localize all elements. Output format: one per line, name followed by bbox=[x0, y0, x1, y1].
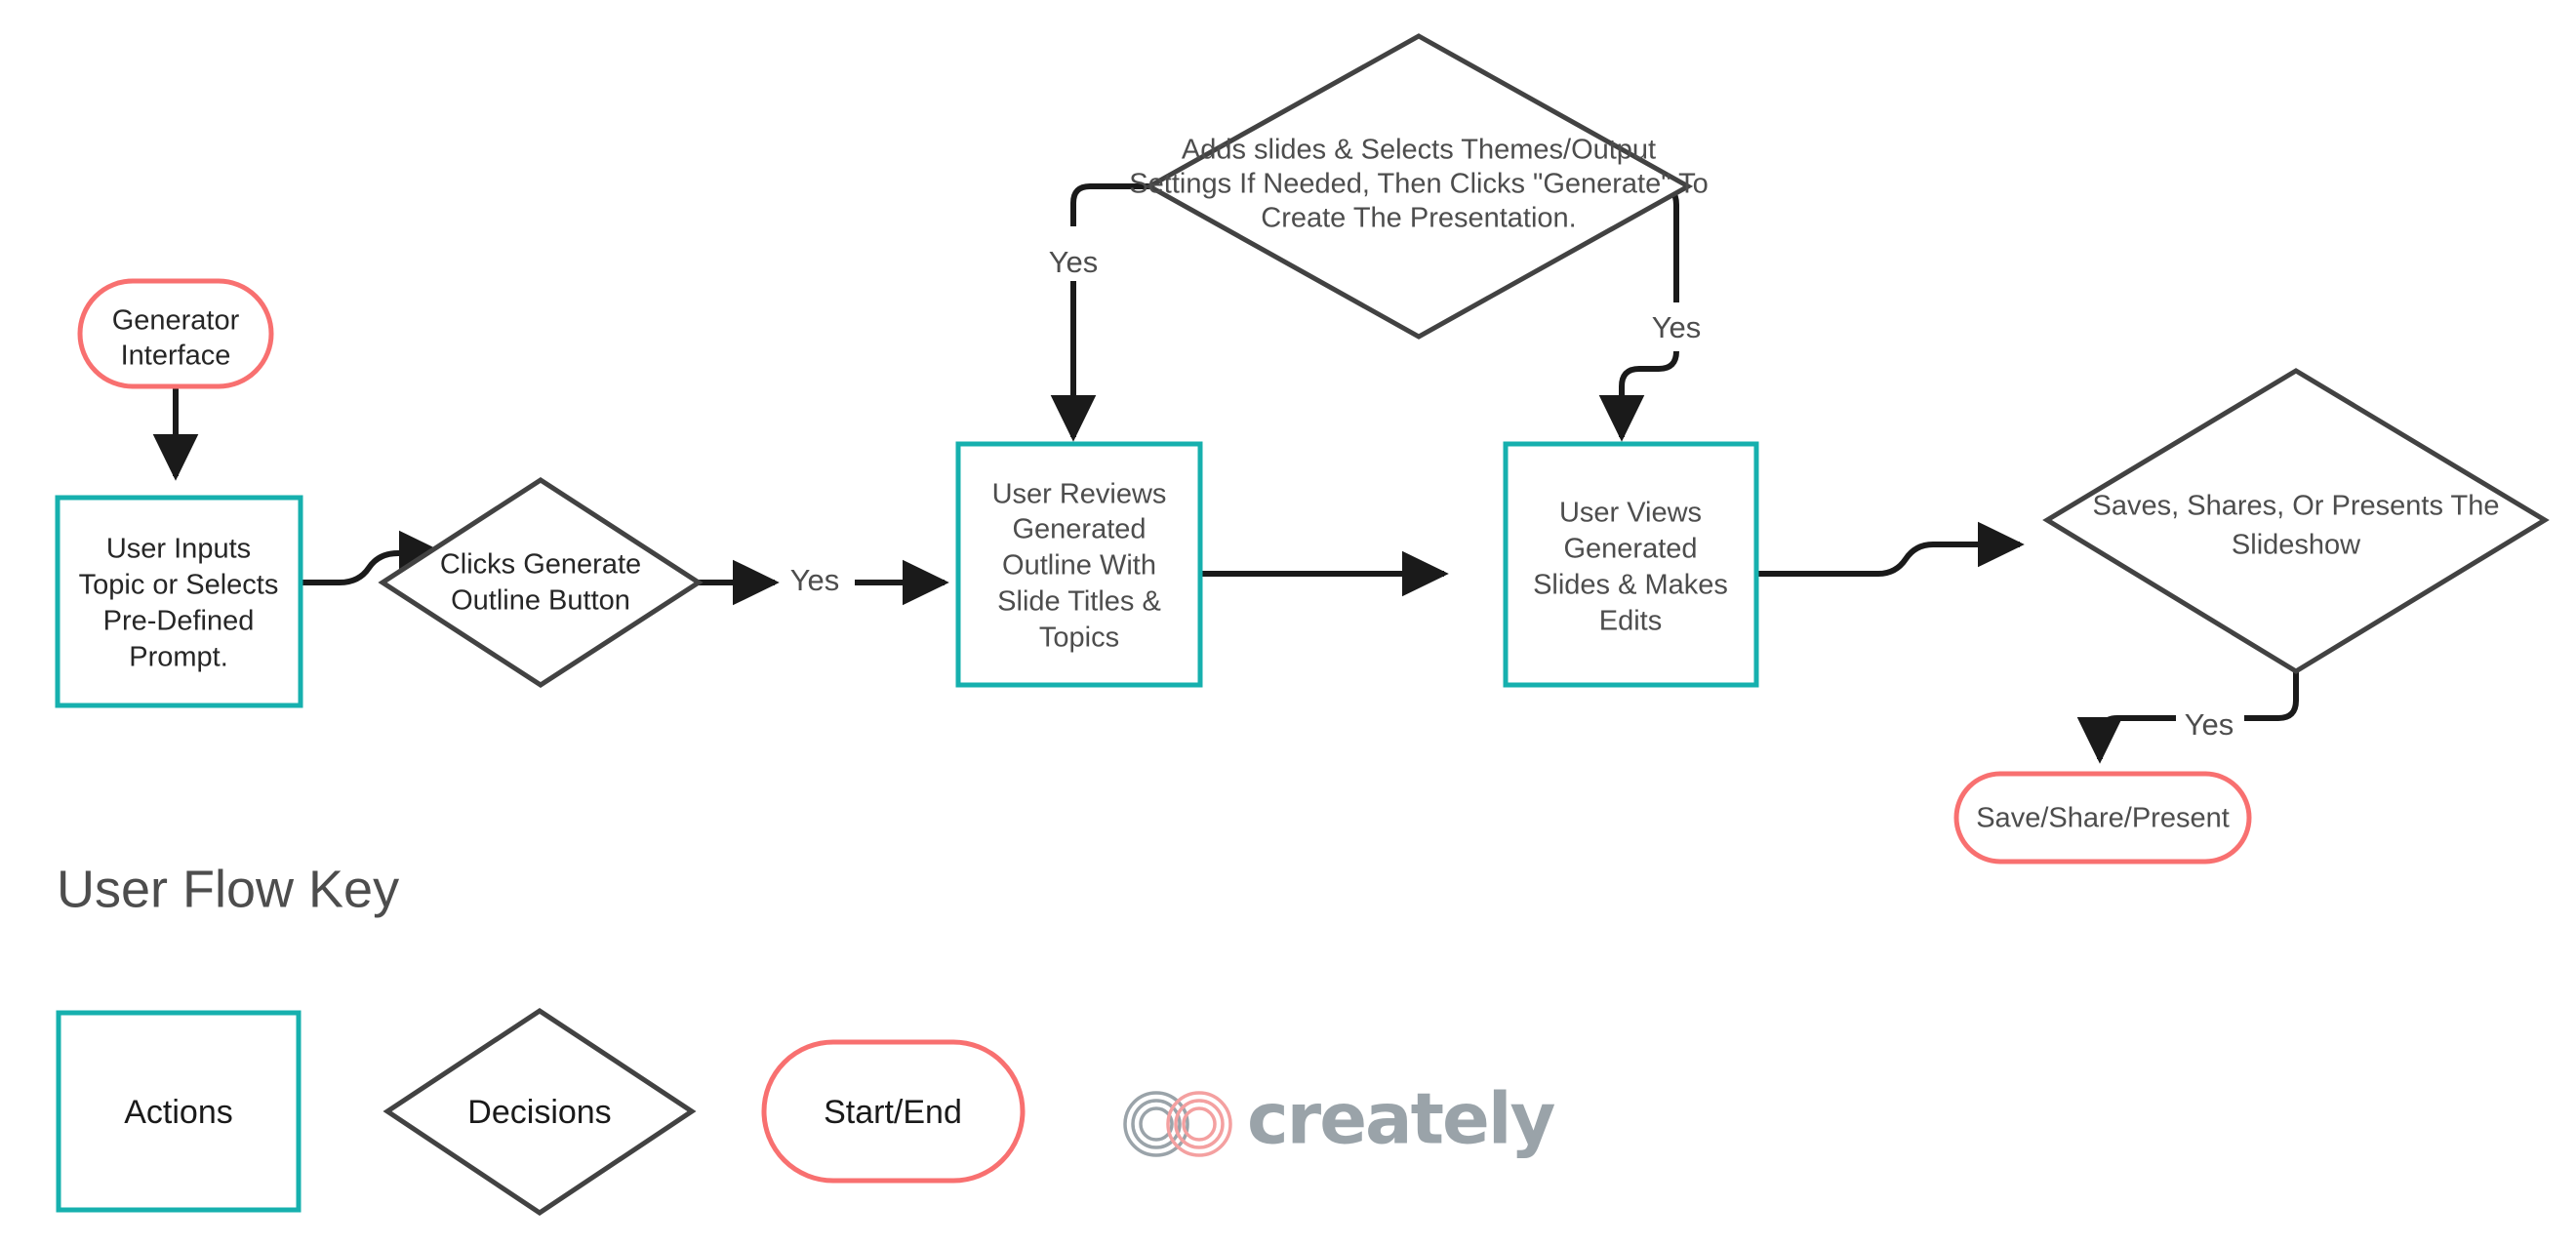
action-review-line-3: Outline With bbox=[1002, 550, 1156, 582]
action-input-line-4: Prompt. bbox=[129, 642, 228, 673]
decision-saveshare-line-1: Saves, Shares, Or Presents The bbox=[2093, 491, 2500, 522]
decision-outline-line-2: Outline Button bbox=[451, 585, 630, 617]
action-review-line-1: User Reviews bbox=[992, 479, 1167, 510]
edge-label-outline-yes: Yes bbox=[790, 563, 840, 597]
end-terminal-label: Save/Share/Present bbox=[1976, 803, 2230, 834]
node-generator-interface[interactable]: Generator Interface bbox=[77, 278, 274, 389]
edge-label-addslides-left-yes: Yes bbox=[1049, 245, 1099, 279]
node-adds-slides-decision[interactable]: Adds slides & Selects Themes/Output Sett… bbox=[1129, 33, 1709, 340]
legend-actions-shape bbox=[56, 1010, 302, 1213]
legend-decisions-label: Decisions bbox=[467, 1094, 611, 1131]
legend-actions-label: Actions bbox=[124, 1094, 233, 1131]
creately-wordmark: creately bbox=[1247, 1078, 1555, 1160]
connector-input-to-outline-decision bbox=[300, 530, 446, 585]
connectors bbox=[152, 183, 2299, 764]
connector-save-yes-to-terminal bbox=[2076, 715, 2176, 764]
user-flow-key: User Flow Key Actions Decisions Start/En… bbox=[56, 860, 1026, 1217]
edge-label-save-yes: Yes bbox=[2185, 707, 2234, 742]
decision-addslides-line-2: Settings If Needed, Then Clicks "Generat… bbox=[1129, 169, 1708, 200]
decision-addslides-shape bbox=[1144, 33, 1694, 340]
action-input-line-1: User Inputs bbox=[106, 534, 251, 565]
creately-mark-icon bbox=[1123, 1091, 1232, 1157]
node-user-inputs-topic[interactable]: User Inputs Topic or Selects Pre-Defined… bbox=[55, 495, 303, 708]
action-input-shape bbox=[55, 495, 303, 708]
node-user-views-slides[interactable]: User Views Generated Slides & Makes Edit… bbox=[1503, 441, 1759, 688]
decision-outline-shape bbox=[378, 477, 704, 688]
start-terminal-shape bbox=[77, 278, 274, 389]
start-terminal-line-1: Generator bbox=[112, 305, 240, 337]
action-view-line-1: User Views bbox=[1559, 498, 1702, 529]
legend-item-decisions: Decisions bbox=[382, 1008, 697, 1217]
decision-outline-line-1: Clicks Generate bbox=[440, 549, 641, 581]
end-terminal-shape bbox=[1953, 771, 2252, 864]
start-terminal-line-2: Interface bbox=[121, 341, 231, 372]
node-saves-shares-decision[interactable]: Saves, Shares, Or Presents The Slideshow bbox=[2042, 368, 2550, 674]
node-user-reviews-outline[interactable]: User Reviews Generated Outline With Slid… bbox=[955, 441, 1203, 688]
action-review-line-5: Topics bbox=[1039, 623, 1119, 654]
action-input-line-2: Topic or Selects bbox=[79, 570, 279, 601]
legend-startend-label: Start/End bbox=[824, 1094, 962, 1131]
connector-save-decision-down bbox=[2244, 671, 2299, 721]
action-view-line-2: Generated bbox=[1563, 534, 1697, 565]
node-save-share-present-terminal[interactable]: Save/Share/Present bbox=[1953, 771, 2252, 864]
decision-saveshare-line-2: Slideshow bbox=[2232, 530, 2361, 561]
connector-addslides-right-yes-down bbox=[1656, 183, 1688, 302]
action-review-line-2: Generated bbox=[1012, 514, 1146, 545]
connector-addslides-right-yes-arrow bbox=[1598, 350, 1679, 442]
key-title: User Flow Key bbox=[57, 860, 399, 918]
decision-addslides-line-3: Create The Presentation. bbox=[1261, 203, 1577, 234]
action-review-line-4: Slide Titles & bbox=[997, 586, 1161, 618]
legend-item-actions: Actions bbox=[56, 1010, 302, 1213]
decision-addslides-line-1: Adds slides & Selects Themes/Output bbox=[1182, 135, 1656, 166]
connector-addslides-left-yes-to-review bbox=[1070, 183, 1149, 226]
action-view-line-3: Slides & Makes bbox=[1533, 570, 1728, 601]
legend-startend-shape bbox=[761, 1039, 1026, 1184]
creately-logo: creately bbox=[1123, 1078, 1557, 1160]
node-clicks-generate-outline[interactable]: Clicks Generate Outline Button bbox=[378, 477, 704, 688]
action-view-shape bbox=[1503, 441, 1759, 688]
edge-label-addslides-right-yes: Yes bbox=[1652, 310, 1702, 344]
action-input-line-3: Pre-Defined bbox=[103, 606, 255, 637]
legend-item-start-end: Start/End bbox=[761, 1039, 1026, 1184]
action-review-shape bbox=[955, 441, 1203, 688]
legend-decisions-shape bbox=[382, 1008, 697, 1217]
connector-view-to-save-decision bbox=[1756, 521, 2025, 577]
action-view-line-4: Edits bbox=[1599, 606, 1662, 637]
decision-saveshare-shape bbox=[2042, 368, 2550, 674]
